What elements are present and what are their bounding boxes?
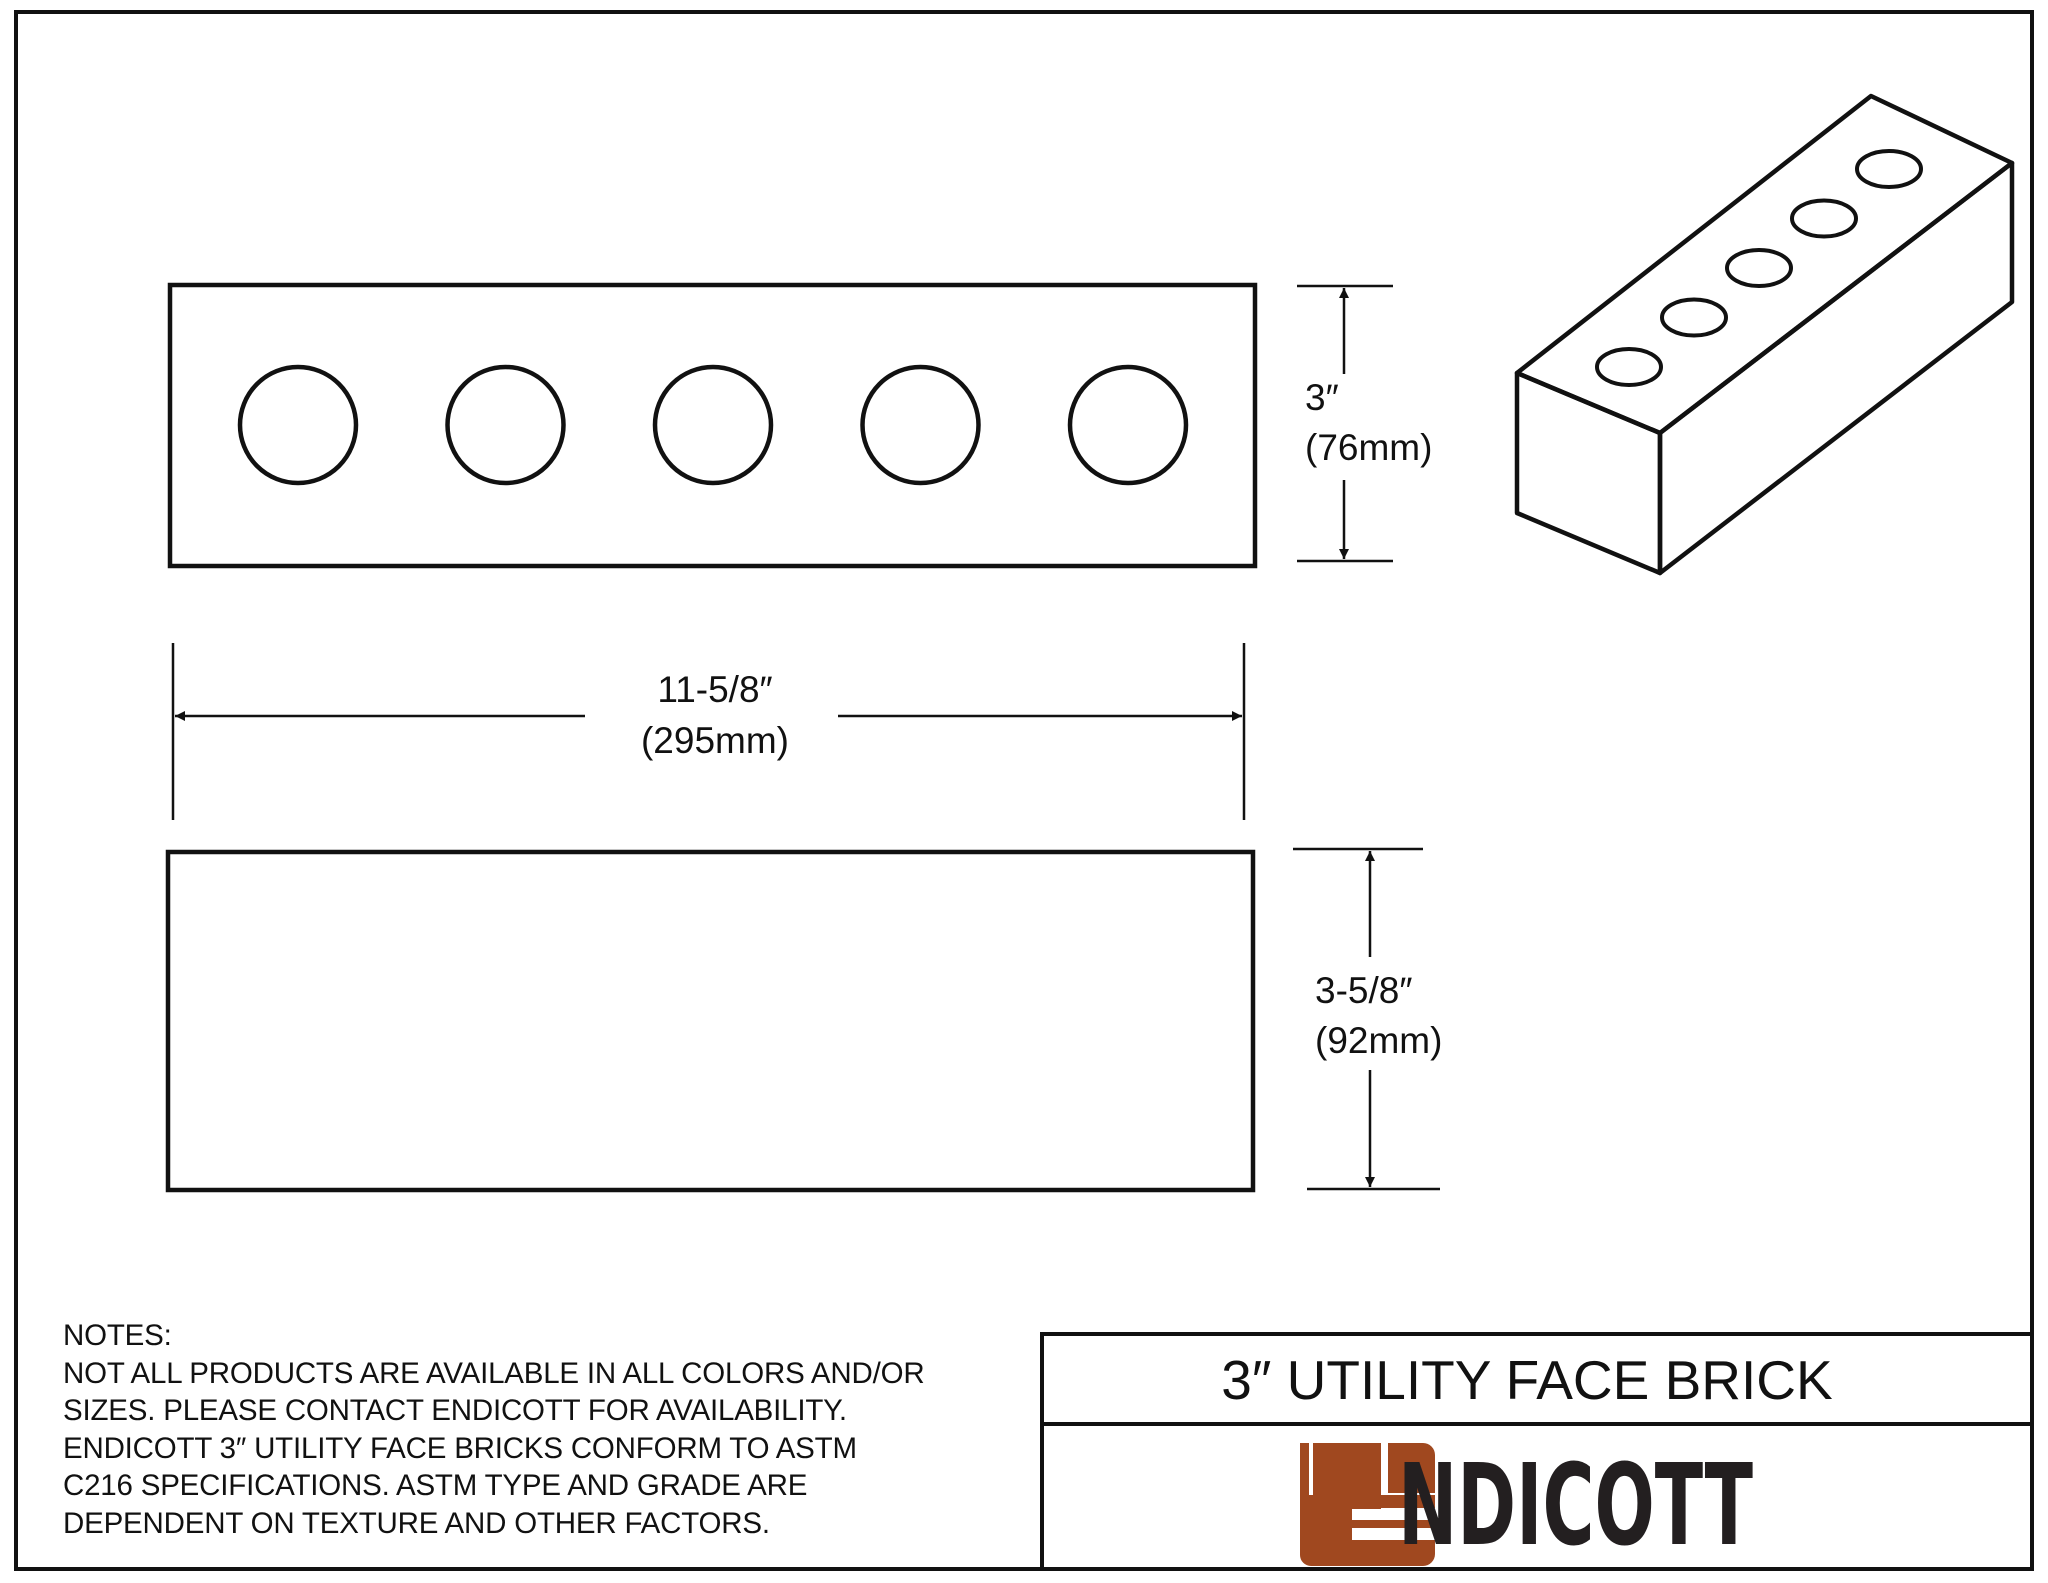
- core-holes: [237, 364, 1189, 486]
- iso-top-face: [1514, 93, 2015, 436]
- endicott-logo: NDICOTT: [1300, 1441, 1753, 1571]
- side-view-outline: [165, 849, 1256, 1193]
- isometric-view: [1514, 93, 2015, 576]
- iso-core-holes: [1595, 149, 1923, 387]
- iso-core-hole: [1790, 198, 1858, 239]
- logo-brick-mark: [1300, 1443, 1435, 1566]
- sheet-border: [14, 10, 2034, 1571]
- notes-line: NOT ALL PRODUCTS ARE AVAILABLE IN ALL CO…: [63, 1356, 925, 1390]
- logo-wordmark: NDICOTT: [1398, 1441, 1753, 1571]
- notes-line: SIZES. PLEASE CONTACT ENDICOTT FOR AVAIL…: [63, 1394, 847, 1427]
- width-metric: (295mm): [641, 720, 789, 761]
- title-block: 3″ UTILITY FACE BRICK NDICOTT: [1040, 1332, 2032, 1571]
- iso-front-face: [1514, 370, 1663, 576]
- iso-side-face: [1657, 160, 2015, 576]
- side-height-imperial: 3-5/8″: [1315, 970, 1412, 1011]
- core-hole: [237, 364, 359, 486]
- width-dimension: 11-5/8″ (295mm): [171, 643, 1246, 820]
- iso-core-hole: [1660, 297, 1728, 338]
- core-hole: [1067, 364, 1189, 486]
- notes-line: ENDICOTT 3″ UTILITY FACE BRICKS CONFORM …: [63, 1431, 857, 1465]
- core-hole: [445, 364, 566, 486]
- width-imperial: 11-5/8″: [657, 669, 772, 710]
- top-view: [167, 282, 1258, 569]
- top-height-metric: (76mm): [1305, 427, 1432, 468]
- iso-core-hole: [1855, 149, 1923, 189]
- drawing-title: 3″ UTILITY FACE BRICK: [1221, 1349, 1833, 1411]
- notes-line: C216 SPECIFICATIONS. ASTM TYPE AND GRADE…: [63, 1469, 808, 1502]
- core-hole: [860, 364, 981, 486]
- top-height-imperial: 3″: [1305, 377, 1339, 418]
- core-hole: [652, 364, 774, 486]
- notes-heading: NOTES:: [63, 1319, 172, 1352]
- iso-core-hole: [1595, 347, 1663, 387]
- notes-line: DEPENDENT ON TEXTURE AND OTHER FACTORS.: [63, 1506, 770, 1540]
- top-height-dimension: 3″ (76mm): [1297, 284, 1432, 563]
- top-view-outline: [167, 282, 1258, 569]
- notes-block: NOTES: NOT ALL PRODUCTS ARE AVAILABLE IN…: [63, 1317, 1043, 1542]
- side-height-dimension: 3-5/8″ (92mm): [1293, 847, 1442, 1191]
- iso-core-hole: [1725, 248, 1793, 288]
- side-height-metric: (92mm): [1315, 1020, 1442, 1061]
